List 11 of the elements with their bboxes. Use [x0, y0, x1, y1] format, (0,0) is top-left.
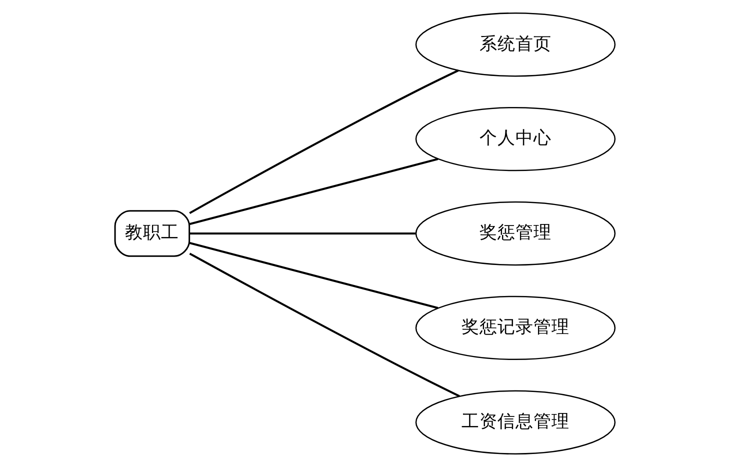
node-box: 教职工	[114, 210, 190, 257]
connector	[188, 242, 438, 309]
connector	[188, 158, 438, 226]
node-ellipse: 个人中心	[414, 106, 616, 172]
connector	[188, 232, 416, 234]
connector	[188, 70, 458, 214]
connector	[188, 252, 460, 398]
node-ellipse: 奖惩记录管理	[414, 296, 616, 360]
node-ellipse: 工资信息管理	[414, 390, 616, 454]
node-ellipse: 奖惩管理	[414, 201, 616, 266]
node-ellipse: 系统首页	[414, 12, 616, 77]
